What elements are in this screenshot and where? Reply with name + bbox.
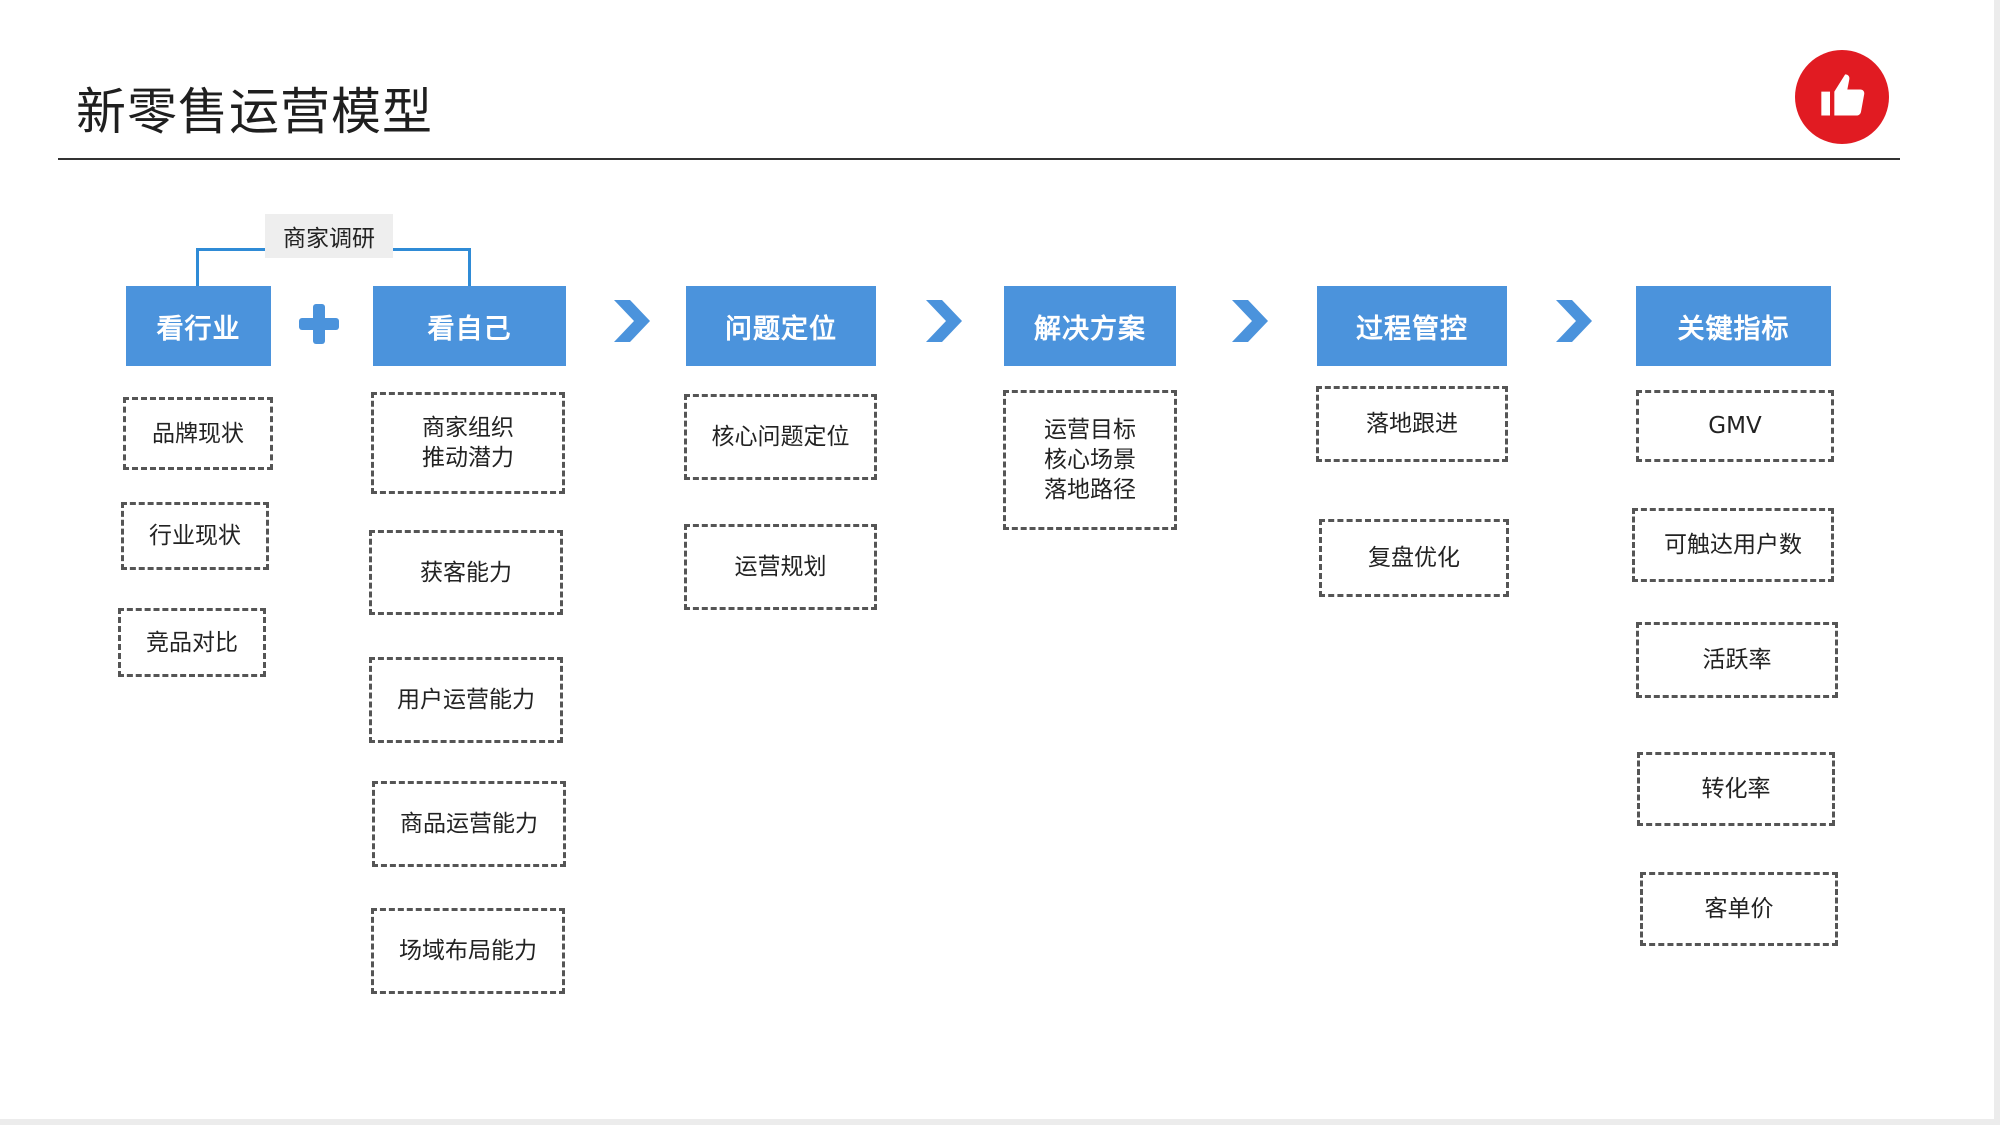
chevron-right-icon [926, 300, 962, 342]
chevron-right-icon [614, 300, 650, 342]
bracket-right-horizontal [390, 248, 471, 251]
item-acquisition: 获客能力 [369, 530, 563, 615]
header-problem: 问题定位 [686, 286, 876, 366]
bracket-right-vertical [468, 250, 471, 286]
item-reachable-users: 可触达用户数 [1632, 508, 1834, 582]
item-product-operations: 商品运营能力 [372, 781, 566, 867]
item-conversion-rate: 转化率 [1637, 752, 1835, 826]
header-self: 看自己 [373, 286, 566, 366]
item-follow-up: 落地跟进 [1316, 386, 1508, 462]
item-review-optimize: 复盘优化 [1319, 519, 1509, 597]
item-user-operations: 用户运营能力 [369, 657, 563, 743]
item-merchant-organization: 商家组织 推动潜力 [371, 392, 565, 494]
bracket-left-horizontal [196, 248, 268, 251]
item-solution-details: 运营目标 核心场景 落地路径 [1003, 390, 1177, 530]
plus-icon [297, 302, 341, 346]
header-industry: 看行业 [126, 286, 271, 366]
item-core-problem: 核心问题定位 [684, 394, 877, 480]
item-industry-status: 行业现状 [121, 502, 269, 570]
page-title: 新零售运营模型 [76, 83, 433, 141]
header-solution: 解决方案 [1004, 286, 1176, 366]
item-operations-plan: 运营规划 [684, 524, 877, 610]
bracket-left-vertical [196, 250, 199, 286]
title-divider [58, 158, 1900, 160]
item-gmv: GMV [1636, 390, 1834, 462]
item-active-rate: 活跃率 [1636, 622, 1838, 698]
item-venue-layout: 场域布局能力 [371, 908, 565, 994]
chevron-right-icon [1232, 300, 1268, 342]
header-kpi: 关键指标 [1636, 286, 1831, 366]
slide-edge [1994, 0, 2000, 1125]
item-competitor-comparison: 竞品对比 [118, 608, 266, 677]
header-process: 过程管控 [1317, 286, 1507, 366]
item-brand-status: 品牌现状 [123, 397, 273, 470]
thumbs-up-icon [1795, 50, 1889, 144]
slide-bottom-edge [0, 1119, 2000, 1125]
item-average-order-value: 客单价 [1640, 872, 1838, 946]
chevron-right-icon [1556, 300, 1592, 342]
merchant-research-label: 商家调研 [265, 214, 393, 258]
